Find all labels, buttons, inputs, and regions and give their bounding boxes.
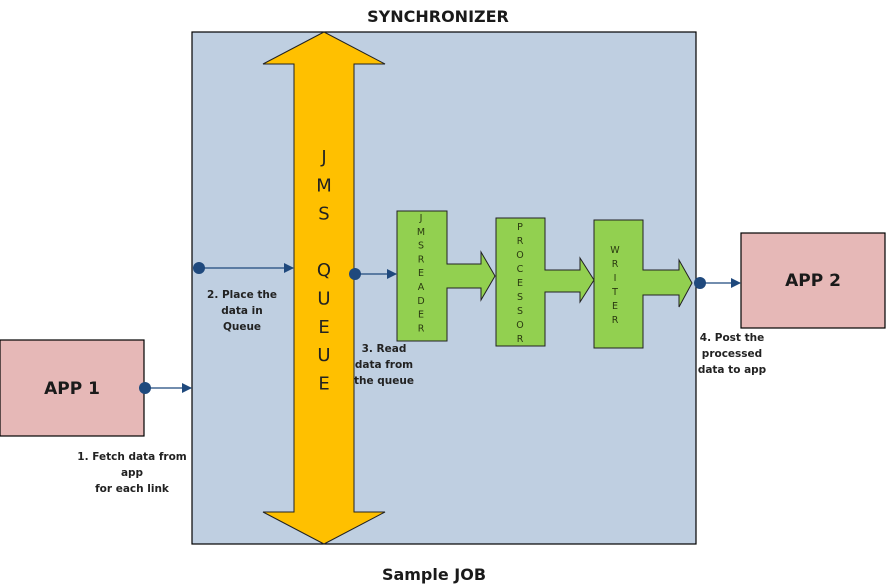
connector-dot <box>694 277 706 289</box>
connector-queue-to-reader <box>349 268 397 280</box>
stage-letter: C <box>517 264 524 275</box>
stage-letter: R <box>517 334 524 345</box>
connector-writer-to-app2 <box>694 277 741 289</box>
jms-reader-shape <box>396 210 496 342</box>
stage-letter: R <box>612 259 619 270</box>
diagram-footer: Sample JOB <box>382 565 486 584</box>
jms-queue-arrow <box>262 31 386 545</box>
queue-letter: E <box>318 317 329 338</box>
queue-letter: U <box>317 289 330 310</box>
queue-letter: E <box>318 373 329 394</box>
stage-letter: M <box>417 227 425 238</box>
queue-letter: J <box>320 147 326 168</box>
stage-letter: A <box>418 282 425 293</box>
stage-letter: W <box>610 245 620 256</box>
connector-to-queue <box>193 262 294 274</box>
stage-letter: J <box>419 213 423 224</box>
stage-letter: R <box>612 315 619 326</box>
caption-line: data in <box>221 305 262 317</box>
stage-letter: E <box>612 301 618 312</box>
writer-shape <box>593 219 693 349</box>
connector-dot <box>349 268 361 280</box>
app1-label: APP 1 <box>44 379 100 399</box>
stage-letter: O <box>516 250 523 261</box>
caption-line: 1. Fetch data from <box>77 451 187 463</box>
caption-line: 2. Place the <box>207 289 277 301</box>
caption-line: data to app <box>698 364 767 376</box>
stage-letter: T <box>611 287 618 298</box>
stage-letter: S <box>517 292 523 303</box>
stage-letter: D <box>417 296 424 307</box>
stage-letter: E <box>418 268 424 279</box>
stage-letter: R <box>517 236 524 247</box>
queue-letter: U <box>317 345 330 366</box>
caption-line: the queue <box>354 375 414 387</box>
stage-letter: S <box>418 241 424 252</box>
processor-shape <box>495 217 595 347</box>
connector-dot <box>193 262 205 274</box>
caption-line: 3. Read <box>362 343 407 355</box>
queue-letter: Q <box>317 260 331 281</box>
stage-letter: P <box>517 222 523 233</box>
stage-letter: R <box>418 323 425 334</box>
stage-letter: O <box>516 320 523 331</box>
stage-letter: S <box>517 306 523 317</box>
app2-box <box>740 232 886 329</box>
diagram-title: SYNCHRONIZER <box>367 7 509 26</box>
caption-line: Queue <box>223 321 261 333</box>
caption-line: for each link <box>95 483 170 495</box>
stage-letter: R <box>418 254 425 265</box>
queue-letter: S <box>318 204 329 225</box>
stage-letter: E <box>517 278 523 289</box>
step4-caption: 4. Post the processed data to app <box>698 332 767 376</box>
connector-dot <box>139 382 151 394</box>
caption-line: app <box>121 467 144 479</box>
stage-letter: I <box>614 273 617 284</box>
caption-line: processed <box>702 348 762 360</box>
step1-caption: 1. Fetch data from app for each link <box>77 451 187 495</box>
caption-line: data from <box>355 359 413 371</box>
step3-caption: 3. Read data from the queue <box>354 343 414 387</box>
queue-letter: M <box>316 175 332 196</box>
step2-caption: 2. Place the data in Queue <box>207 289 277 333</box>
app2-label: APP 2 <box>785 271 841 291</box>
caption-line: 4. Post the <box>700 332 764 344</box>
stage-letter: E <box>418 310 424 321</box>
connector-app1-to-synchronizer <box>139 382 192 394</box>
